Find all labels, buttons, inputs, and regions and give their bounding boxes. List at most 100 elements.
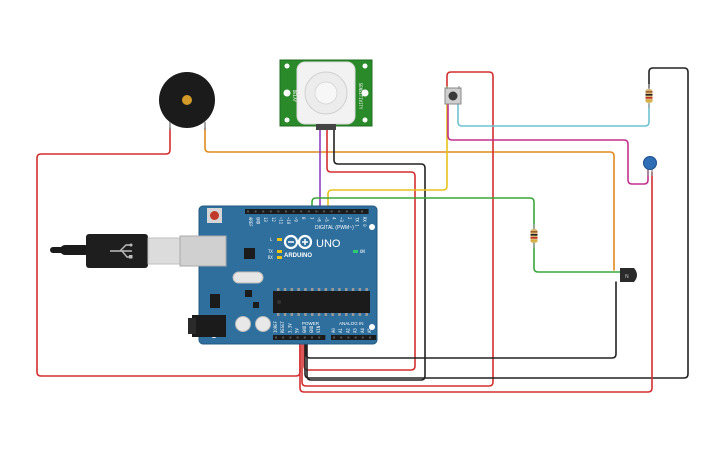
power-pin[interactable] xyxy=(296,336,299,339)
analog-pin-label: A1 xyxy=(338,328,343,333)
board-mount-hole xyxy=(369,324,375,330)
npn-transistor[interactable]: N xyxy=(620,268,637,282)
digital-pin[interactable] xyxy=(330,210,333,213)
wire-button-magenta[interactable] xyxy=(447,103,649,185)
power-pin-label: 3.3V xyxy=(287,323,292,333)
digital-pin[interactable] xyxy=(254,210,257,213)
digital-pin[interactable] xyxy=(277,210,280,213)
reset-button[interactable] xyxy=(210,211,219,220)
digital-pin[interactable] xyxy=(338,210,341,213)
pushbutton[interactable] xyxy=(444,86,462,105)
led-on-label: ON xyxy=(360,249,365,254)
digital-pin[interactable] xyxy=(323,210,325,213)
digital-pin-label: GND xyxy=(256,217,261,225)
digital-pin-label: 2 xyxy=(347,217,352,220)
pushbutton-cap[interactable] xyxy=(448,91,458,101)
regulator-chip xyxy=(210,294,220,308)
usb-cable[interactable] xyxy=(50,234,181,268)
power-jack xyxy=(192,315,226,337)
digital-pin-label: 4 xyxy=(332,217,337,220)
led-rx-label: RX xyxy=(268,255,273,260)
digital-pin[interactable] xyxy=(307,210,310,213)
pir-potentiometer[interactable] xyxy=(361,89,369,97)
pir-potentiometer[interactable] xyxy=(283,89,291,97)
digital-pin[interactable] xyxy=(269,210,272,213)
transistor-mark: N xyxy=(625,274,629,280)
digital-pin[interactable] xyxy=(285,210,287,213)
digital-pin[interactable] xyxy=(247,210,249,213)
pir-right-label: SENSITIVITY xyxy=(358,83,363,110)
resistor-top-right[interactable] xyxy=(645,84,653,108)
power-pin-label: GND xyxy=(302,325,307,333)
digital-pin-label: AREF xyxy=(248,217,253,227)
atmega-chip xyxy=(273,291,370,313)
power-pin-label: GND xyxy=(309,325,314,333)
power-pin[interactable] xyxy=(303,336,306,339)
wire-green-signal[interactable] xyxy=(311,197,621,273)
power-pin-label: 5V xyxy=(295,328,300,333)
digital-header-strip xyxy=(245,209,369,214)
digital-pin[interactable] xyxy=(315,210,318,213)
usb-cable-strain-relief xyxy=(60,245,90,255)
power-pin[interactable] xyxy=(311,336,313,339)
pir-sensor[interactable]: DELAY SENSITIVITY xyxy=(279,59,373,130)
buzzer-center-dot xyxy=(182,95,192,105)
digital-pin-label: ~5 xyxy=(324,217,329,222)
wire-pir-red[interactable] xyxy=(303,129,416,371)
digital-pin[interactable] xyxy=(345,210,348,213)
power-pin[interactable] xyxy=(318,336,321,339)
analog-pin-label: A4 xyxy=(360,328,365,333)
wire-buzzer-positive[interactable] xyxy=(36,127,301,377)
digital-pin-label: RX 0 xyxy=(362,217,367,227)
usb-controller-chip xyxy=(244,248,255,259)
wire-pir-purple[interactable] xyxy=(317,129,321,213)
digital-pin[interactable] xyxy=(361,210,363,213)
wire-pir-black[interactable] xyxy=(306,129,426,381)
digital-pin[interactable] xyxy=(262,210,265,213)
capacitor xyxy=(235,316,251,332)
piezo-buzzer[interactable] xyxy=(159,72,215,130)
analog-pin[interactable] xyxy=(369,336,371,339)
digital-pin-label: ~11 xyxy=(278,217,283,225)
power-pin[interactable] xyxy=(289,336,292,339)
pir-mount-hole xyxy=(284,63,290,69)
digital-pin-label: ~3 xyxy=(339,217,344,222)
led-l-label: L xyxy=(270,237,273,242)
analog-pin[interactable] xyxy=(361,336,364,339)
power-pin[interactable] xyxy=(282,336,285,339)
digital-pin[interactable] xyxy=(300,210,303,213)
analog-pin[interactable] xyxy=(333,336,335,339)
wire-button-yellow[interactable] xyxy=(327,85,448,213)
wire-buzzer-transistor[interactable] xyxy=(204,127,615,271)
analog-pin[interactable] xyxy=(340,336,343,339)
analog-pin[interactable] xyxy=(347,336,350,339)
board-mount-hole xyxy=(369,224,375,230)
analog-pin-label: A2 xyxy=(345,328,350,333)
pir-mount-hole xyxy=(284,117,290,123)
analog-pin[interactable] xyxy=(354,336,357,339)
wire-led-red[interactable] xyxy=(299,171,653,393)
led-tx-label: TX xyxy=(268,249,273,254)
digital-pin-label: ~6 xyxy=(316,217,321,222)
wire-resistor-black[interactable] xyxy=(304,67,689,379)
led-l xyxy=(277,238,282,241)
crystal-oscillator xyxy=(232,271,264,284)
resistor-middle[interactable] xyxy=(530,224,538,248)
wire-button-red[interactable] xyxy=(301,71,494,387)
digital-pin-label: 7 xyxy=(309,217,314,220)
analog-header-strip xyxy=(331,335,377,340)
digital-pin[interactable] xyxy=(353,210,356,213)
led-tx xyxy=(277,250,282,253)
wire-button-cyan[interactable] xyxy=(457,103,650,127)
wires xyxy=(36,67,689,393)
power-pin[interactable] xyxy=(275,336,277,339)
digital-pin[interactable] xyxy=(292,210,295,213)
blue-led[interactable] xyxy=(643,156,657,177)
wire-transistor-black[interactable] xyxy=(305,281,617,359)
pir-mount-hole xyxy=(362,63,368,69)
digital-pin-label: ~9 xyxy=(294,217,299,222)
